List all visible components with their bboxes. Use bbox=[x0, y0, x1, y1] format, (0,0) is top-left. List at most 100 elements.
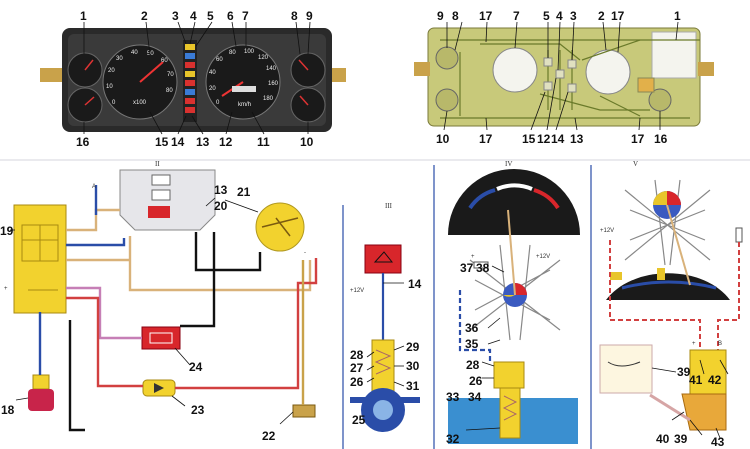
section-label-v: V bbox=[633, 160, 638, 168]
supply-12v-v: +12V bbox=[600, 228, 614, 234]
sensor-22 bbox=[292, 404, 316, 418]
speedo-label-80: 80 bbox=[229, 50, 236, 56]
callout-15-back: 15 bbox=[522, 132, 536, 146]
tach-label-20: 20 bbox=[108, 68, 115, 74]
warning-lamp-7 bbox=[185, 98, 195, 104]
callout-8: 8 bbox=[291, 9, 298, 23]
wire-tag-minus: - bbox=[304, 250, 306, 256]
callout-28-iii: 28 bbox=[350, 348, 364, 362]
callout-19: 19 bbox=[0, 224, 14, 238]
callout-18: 18 bbox=[1, 403, 15, 417]
callout-7: 7 bbox=[242, 9, 249, 23]
callout-3: 3 bbox=[172, 9, 179, 23]
callout-42: 42 bbox=[708, 373, 722, 387]
section-iv-temperature-gauge: IV + +12V 37 38 36 35 28 26 33 34 bbox=[446, 160, 580, 446]
callout-4-back: 4 bbox=[556, 9, 563, 23]
callout-8-back: 8 bbox=[452, 9, 459, 23]
callout-9-back: 9 bbox=[437, 9, 444, 23]
callout-16: 16 bbox=[76, 135, 90, 149]
fuel-pump-icon bbox=[657, 268, 665, 280]
callout-39-lower: 39 bbox=[674, 432, 688, 446]
warning-lamp-5 bbox=[185, 80, 195, 86]
tach-label-30: 30 bbox=[116, 56, 123, 62]
speedo-label-100: 100 bbox=[244, 49, 255, 55]
speedo-label-0: 0 bbox=[216, 100, 220, 106]
callout-16-back: 16 bbox=[654, 132, 668, 146]
speedo-label-160: 160 bbox=[268, 81, 279, 87]
tach-label-0: 0 bbox=[112, 100, 116, 106]
temperature-gauge-face bbox=[448, 169, 580, 235]
fuel-sender-body bbox=[689, 349, 727, 395]
callout-1-back: 1 bbox=[674, 9, 681, 23]
temperature-needle bbox=[507, 209, 516, 296]
warning-lamp-3 bbox=[185, 62, 195, 68]
callout-15: 15 bbox=[155, 135, 169, 149]
callout-11: 11 bbox=[257, 135, 270, 149]
callout-37: 37 bbox=[460, 261, 474, 275]
pcb-tach-hole bbox=[585, 49, 631, 95]
callout-23: 23 bbox=[191, 403, 205, 417]
speedo-label-60: 60 bbox=[216, 57, 223, 63]
callout-13-ii: 13 bbox=[214, 183, 228, 197]
warning-lamp-1 bbox=[185, 44, 195, 50]
callout-14: 14 bbox=[171, 135, 185, 149]
callout-14-iii: 14 bbox=[408, 277, 422, 291]
odometer bbox=[232, 86, 256, 92]
tach-label-70: 70 bbox=[167, 72, 174, 78]
callout-21: 21 bbox=[237, 185, 251, 199]
instrument-cluster-front: 0 10 20 30 40 50 60 70 80 x100 0 20 40 6… bbox=[40, 9, 346, 149]
callout-35: 35 bbox=[465, 337, 479, 351]
callout-9: 9 bbox=[306, 9, 313, 23]
callout-17-back-top: 17 bbox=[479, 9, 493, 23]
callout-20: 20 bbox=[214, 199, 228, 213]
supply-12v-iii: +12V bbox=[350, 288, 364, 294]
callout-2: 2 bbox=[141, 9, 148, 23]
callout-33: 33 bbox=[446, 390, 460, 404]
pcb-lower-left-gauge bbox=[435, 88, 459, 112]
callout-41: 41 bbox=[689, 373, 703, 387]
callout-32: 32 bbox=[446, 432, 460, 446]
section-label-iv: IV bbox=[505, 160, 512, 168]
section-v-fuel-gauge: V +12V + B 39 41 42 40 39 43 bbox=[599, 160, 743, 449]
callout-3-back: 3 bbox=[570, 9, 577, 23]
pcb-speedo-hole bbox=[492, 47, 538, 93]
warning-lamp-4 bbox=[185, 71, 195, 77]
tach-label-80: 80 bbox=[166, 88, 173, 94]
callout-26-iii: 26 bbox=[350, 375, 364, 389]
callout-25: 25 bbox=[352, 413, 366, 427]
section-label-iii: III bbox=[385, 202, 393, 210]
callout-17-back-top-right: 17 bbox=[611, 9, 625, 23]
callout-31: 31 bbox=[406, 379, 420, 393]
callout-24: 24 bbox=[189, 360, 203, 374]
temperature-gauge-21 bbox=[255, 202, 305, 252]
speedo-label-20: 20 bbox=[209, 86, 216, 92]
callout-5: 5 bbox=[207, 9, 214, 23]
warning-lamp-8 bbox=[185, 107, 195, 113]
tach-label-40: 40 bbox=[131, 50, 138, 56]
callout-10-back: 10 bbox=[436, 132, 450, 146]
wire-tag-w: + bbox=[692, 341, 696, 347]
callout-12-back: 12 bbox=[537, 132, 551, 146]
speedo-label-140: 140 bbox=[266, 66, 277, 72]
pcb-upper-left-gauge bbox=[435, 46, 459, 70]
callout-43: 43 bbox=[711, 435, 725, 449]
wire-tag-b: B bbox=[718, 341, 722, 347]
warning-lamp-14 bbox=[364, 244, 402, 274]
fuel-gauge-face bbox=[606, 273, 730, 300]
speedo-unit: km/h bbox=[238, 102, 251, 108]
callout-29: 29 bbox=[406, 340, 420, 354]
fuel-needle bbox=[666, 204, 691, 286]
speedo-label-40: 40 bbox=[209, 70, 216, 76]
instrument-cluster-back-pcb: 9 8 17 7 5 4 3 2 17 1 10 17 15 12 14 13 … bbox=[414, 9, 714, 146]
tachometer-needle bbox=[139, 61, 164, 83]
sensor-18 bbox=[32, 374, 50, 390]
callout-7-back: 7 bbox=[513, 9, 520, 23]
callout-10: 10 bbox=[300, 135, 314, 149]
callout-14-back: 14 bbox=[551, 132, 565, 146]
tach-label-50: 50 bbox=[147, 51, 154, 57]
tach-label-60: 60 bbox=[161, 58, 168, 64]
callout-17-back-bottom: 17 bbox=[479, 132, 493, 146]
callout-26-iv: 26 bbox=[469, 374, 483, 388]
callout-6: 6 bbox=[227, 9, 234, 23]
callout-38: 38 bbox=[476, 261, 490, 275]
